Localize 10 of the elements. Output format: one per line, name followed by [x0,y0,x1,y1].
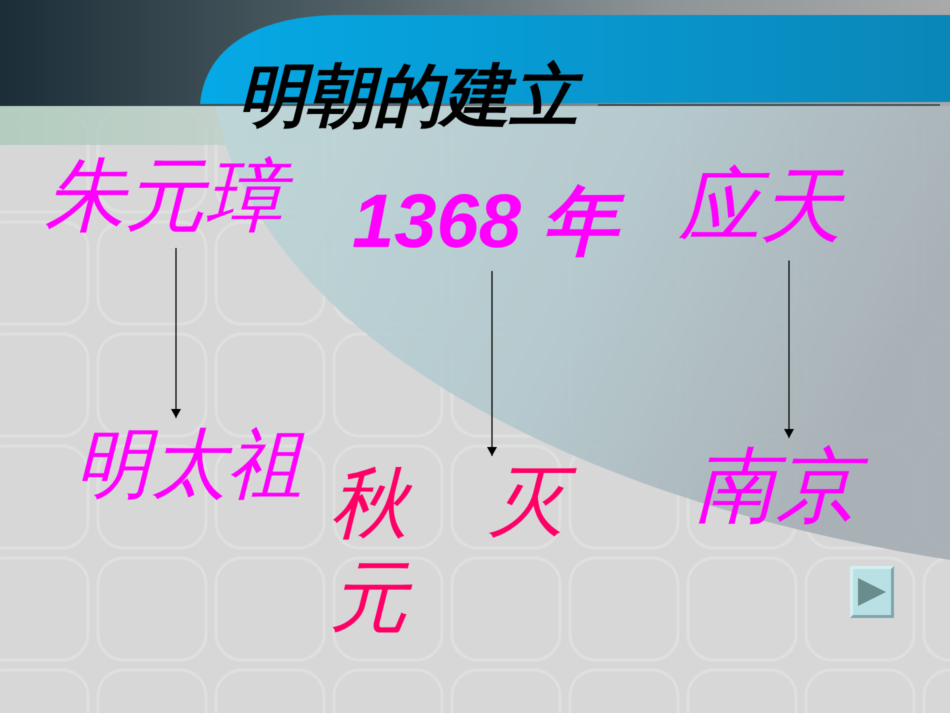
arrow [784,260,794,438]
term-label: 南京 [694,438,874,540]
term-label: 应天 [678,158,858,260]
term-label: 朱元璋 [45,148,301,248]
term-label: 灭 [487,456,581,554]
arrow [487,270,497,456]
term-label: 明太祖 [75,418,318,513]
term-label: 1368 年 [352,176,634,271]
term-label: 秋元 [330,458,424,650]
arrow [171,248,181,418]
